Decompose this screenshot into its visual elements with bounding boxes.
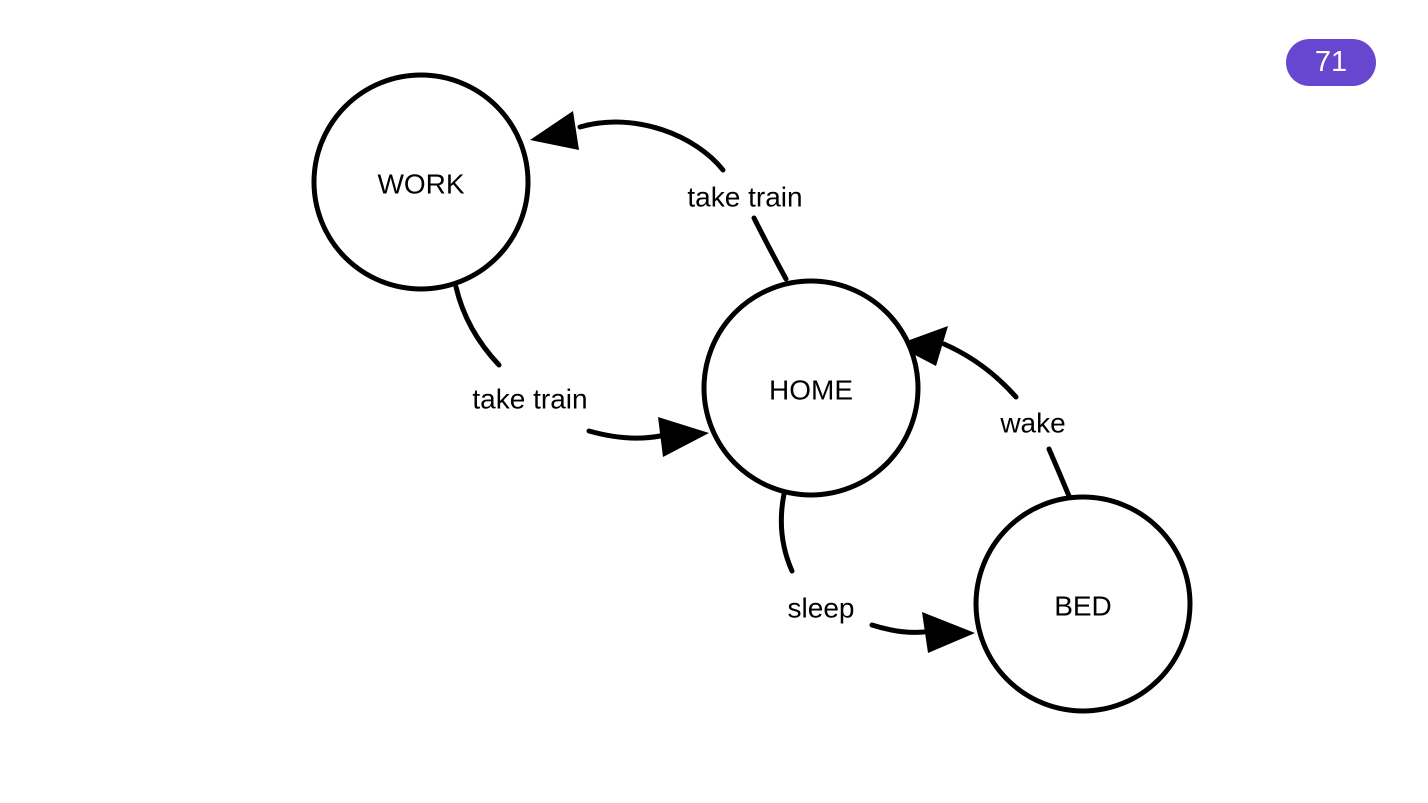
edge-home-to-bed: sleep <box>778 491 975 653</box>
bed-node-label: BED <box>1054 591 1112 622</box>
home-node: HOME <box>701 278 921 498</box>
edge-bed-to-home: wake <box>896 326 1072 499</box>
edge-label-sleep: sleep <box>788 593 855 624</box>
edge-home-to-work: take train <box>530 111 803 282</box>
edge-work-to-home: take train <box>453 284 709 457</box>
bed-node: BED <box>973 494 1193 714</box>
home-node-label: HOME <box>769 375 853 406</box>
arrowhead-into-home-left-icon <box>658 417 709 457</box>
slide-number: 71 <box>1314 46 1348 78</box>
work-node-label: WORK <box>377 169 464 200</box>
arrowhead-into-home-right-icon <box>896 326 948 366</box>
edge-label-wake: wake <box>999 408 1065 439</box>
arrowhead-into-work-icon <box>530 111 579 150</box>
slide-number-badge: 71 <box>1286 39 1376 86</box>
arrowhead-into-bed-icon <box>922 612 975 653</box>
edge-label-take-train-top: take train <box>687 182 802 213</box>
work-node: WORK <box>311 72 531 292</box>
edge-label-take-train-left: take train <box>472 384 587 415</box>
